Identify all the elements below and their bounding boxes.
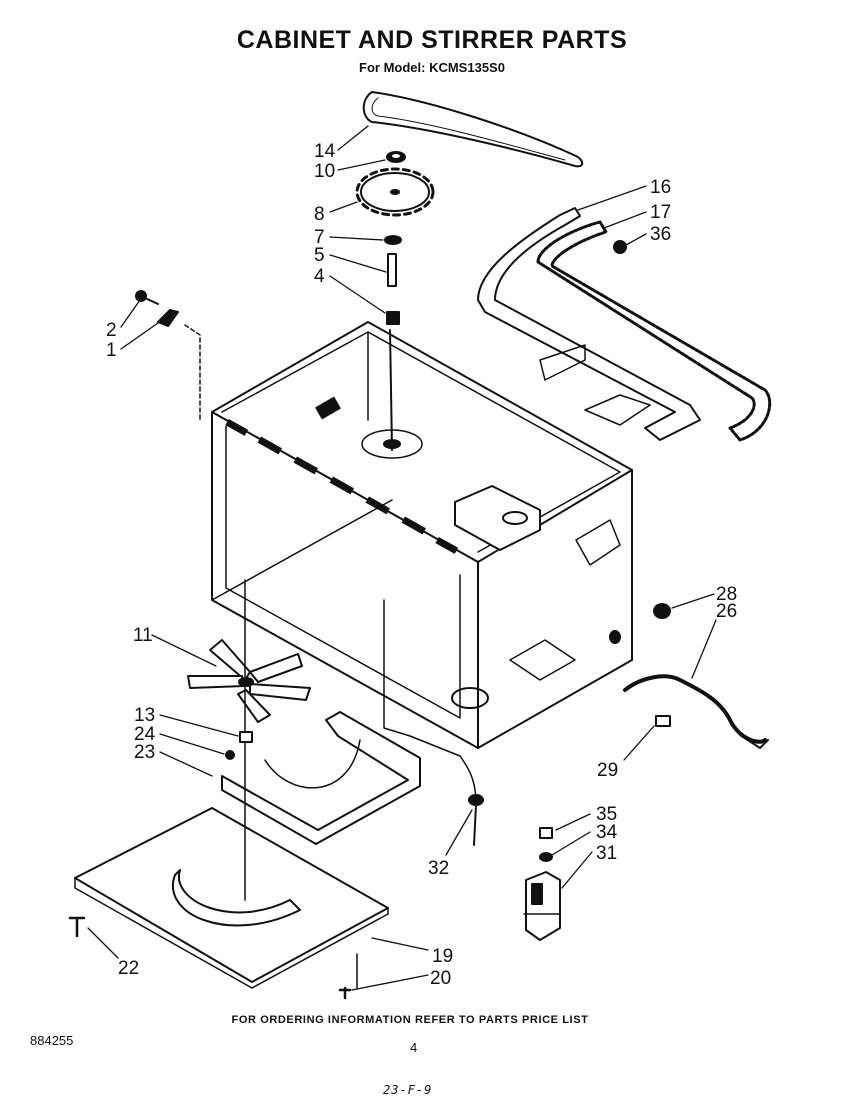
part-28-nut — [653, 603, 671, 619]
callout-16: 16 — [650, 177, 671, 198]
part-5-shaft — [387, 253, 397, 287]
part-34-washer — [539, 852, 553, 862]
callout-31: 31 — [596, 843, 617, 864]
document-number: 884255 — [30, 1033, 74, 1048]
part-36-nut — [613, 240, 627, 254]
part-14-gasket-inner — [371, 97, 566, 161]
part-26-power-cord — [623, 674, 767, 744]
part-11-fan — [187, 639, 311, 723]
part-7-washer — [384, 235, 402, 245]
part-4-bushing — [386, 311, 400, 325]
callout-19: 19 — [432, 946, 453, 967]
callout-4: 4 — [314, 266, 325, 287]
callout-20: 20 — [430, 968, 451, 989]
callout-2: 2 — [106, 320, 117, 341]
air-duct — [221, 711, 421, 845]
part-32-probe — [383, 599, 477, 801]
part-8-stirrer-blade — [355, 167, 435, 217]
cabinet-vent-slots — [225, 419, 459, 554]
callout-35: 35 — [596, 804, 617, 825]
callout-13: 13 — [134, 705, 155, 726]
page-number: 4 — [410, 1040, 418, 1055]
callout-17: 17 — [650, 202, 671, 223]
callout-5: 5 — [314, 245, 325, 266]
handwritten-note: 23-F-9 — [383, 1083, 433, 1097]
part-31-terminal-block — [523, 871, 561, 941]
part-1-clip — [157, 309, 179, 327]
part-19-base-plate — [74, 807, 389, 983]
callout-32: 32 — [428, 858, 449, 879]
page-title: CABINET AND STIRRER PARTS — [236, 26, 628, 54]
part-2-screw — [135, 290, 159, 305]
leader-lines — [87, 125, 717, 991]
part-20-screw — [338, 986, 352, 1000]
part-13-nut — [239, 731, 253, 743]
callout-8: 8 — [314, 204, 325, 225]
part-14-gasket — [362, 91, 584, 168]
callout-36: 36 — [650, 224, 671, 245]
callout-11: 11 — [133, 625, 153, 646]
callout-23: 23 — [134, 742, 155, 763]
callout-34: 34 — [596, 822, 618, 843]
part-24-washer — [225, 750, 235, 760]
callout-29: 29 — [597, 760, 618, 781]
model-subtitle: For Model: KCMS135S0 — [359, 60, 505, 75]
cabinet-body — [211, 321, 633, 749]
part-17-gasket — [536, 220, 772, 442]
ordering-info-note: FOR ORDERING INFORMATION REFER TO PARTS … — [231, 1014, 589, 1026]
callout-10: 10 — [314, 161, 335, 182]
part-29-clamp — [655, 715, 671, 727]
part-22-screw — [68, 916, 86, 938]
callout-1: 1 — [106, 340, 117, 361]
callout-22: 22 — [118, 958, 139, 979]
part-16-frame — [477, 207, 701, 441]
callout-24: 24 — [134, 724, 156, 745]
callout-28: 28 — [716, 584, 737, 605]
callout-14: 14 — [314, 141, 336, 162]
callout-7: 7 — [314, 227, 325, 248]
part-35-nut — [539, 827, 553, 839]
callout-26: 26 — [716, 601, 737, 622]
